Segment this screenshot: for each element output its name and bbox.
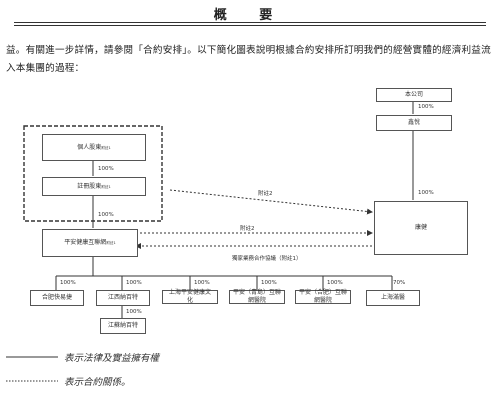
sub-subsidiary-box: 江蘇納百特 xyxy=(100,318,146,334)
legend-dotted-text: 表示合約關係。 xyxy=(64,377,131,388)
exclusive-agreement-label: 獨家業務合作協議（附註1） xyxy=(232,256,302,262)
pct-sub-5: 70% xyxy=(393,280,406,286)
company-box: 本公司 xyxy=(376,88,452,102)
registered-shareholders-label: 註冊股東 xyxy=(77,182,102,190)
pct-sub-3: 100% xyxy=(261,280,277,286)
subsidiary-box-0: 合肥快易捷 xyxy=(30,290,84,306)
individual-shareholders-box: 個人股東附註1 xyxy=(42,134,146,161)
subsidiary-box-3: 平安（青島）互聯網醫院 xyxy=(229,289,285,304)
header-rule-top xyxy=(14,22,486,23)
kangjian-box: 康健 xyxy=(374,201,468,255)
subsidiary-box-2: 上海平安健康文化 xyxy=(162,289,218,304)
note-mark-1: 附註1 xyxy=(101,145,111,150)
subsidiary-box-4: 平安（合肥）互聯網醫院 xyxy=(295,289,351,304)
subsidiary-box-1: 江西納百特 xyxy=(96,290,150,306)
individual-shareholders-label: 個人股東 xyxy=(77,143,102,151)
header-rule-bottom xyxy=(14,25,486,26)
pct-sub-2: 100% xyxy=(194,280,210,286)
intro-paragraph: 益。有關進一步詳情，請參閱「合約安排」。以下簡化圖表說明根據合約安排所訂明我們的… xyxy=(6,45,491,74)
pct-xinyue-kangjian: 100% xyxy=(418,190,434,196)
subsidiary-box-5: 上海滿醫 xyxy=(366,290,420,306)
opco-box: 平安健康互聯網附註1 xyxy=(42,229,138,257)
note-mark-3: 附註1 xyxy=(106,241,116,245)
pct-sub-sub: 100% xyxy=(126,309,142,315)
pct-company-xinyue: 100% xyxy=(418,104,434,110)
page-title: 概 要 xyxy=(213,8,287,23)
pct-sub-1: 100% xyxy=(126,280,142,286)
pct-reg-opco: 100% xyxy=(98,212,114,218)
pct-sub-0: 100% xyxy=(60,280,76,286)
note-mark-2: 附註1 xyxy=(101,184,111,189)
note2-label-a: 附註2 xyxy=(258,191,273,197)
opco-label: 平安健康互聯網 xyxy=(64,239,107,246)
registered-shareholders-box: 註冊股東附註1 xyxy=(42,177,146,196)
pct-sub-4: 100% xyxy=(327,280,343,286)
pct-ind-reg: 100% xyxy=(98,166,114,172)
note2-label-b: 附註2 xyxy=(240,226,255,232)
xinyue-box: 鑫悅 xyxy=(376,115,452,131)
legend-solid-text: 表示法律及實益擁有權 xyxy=(64,353,160,364)
